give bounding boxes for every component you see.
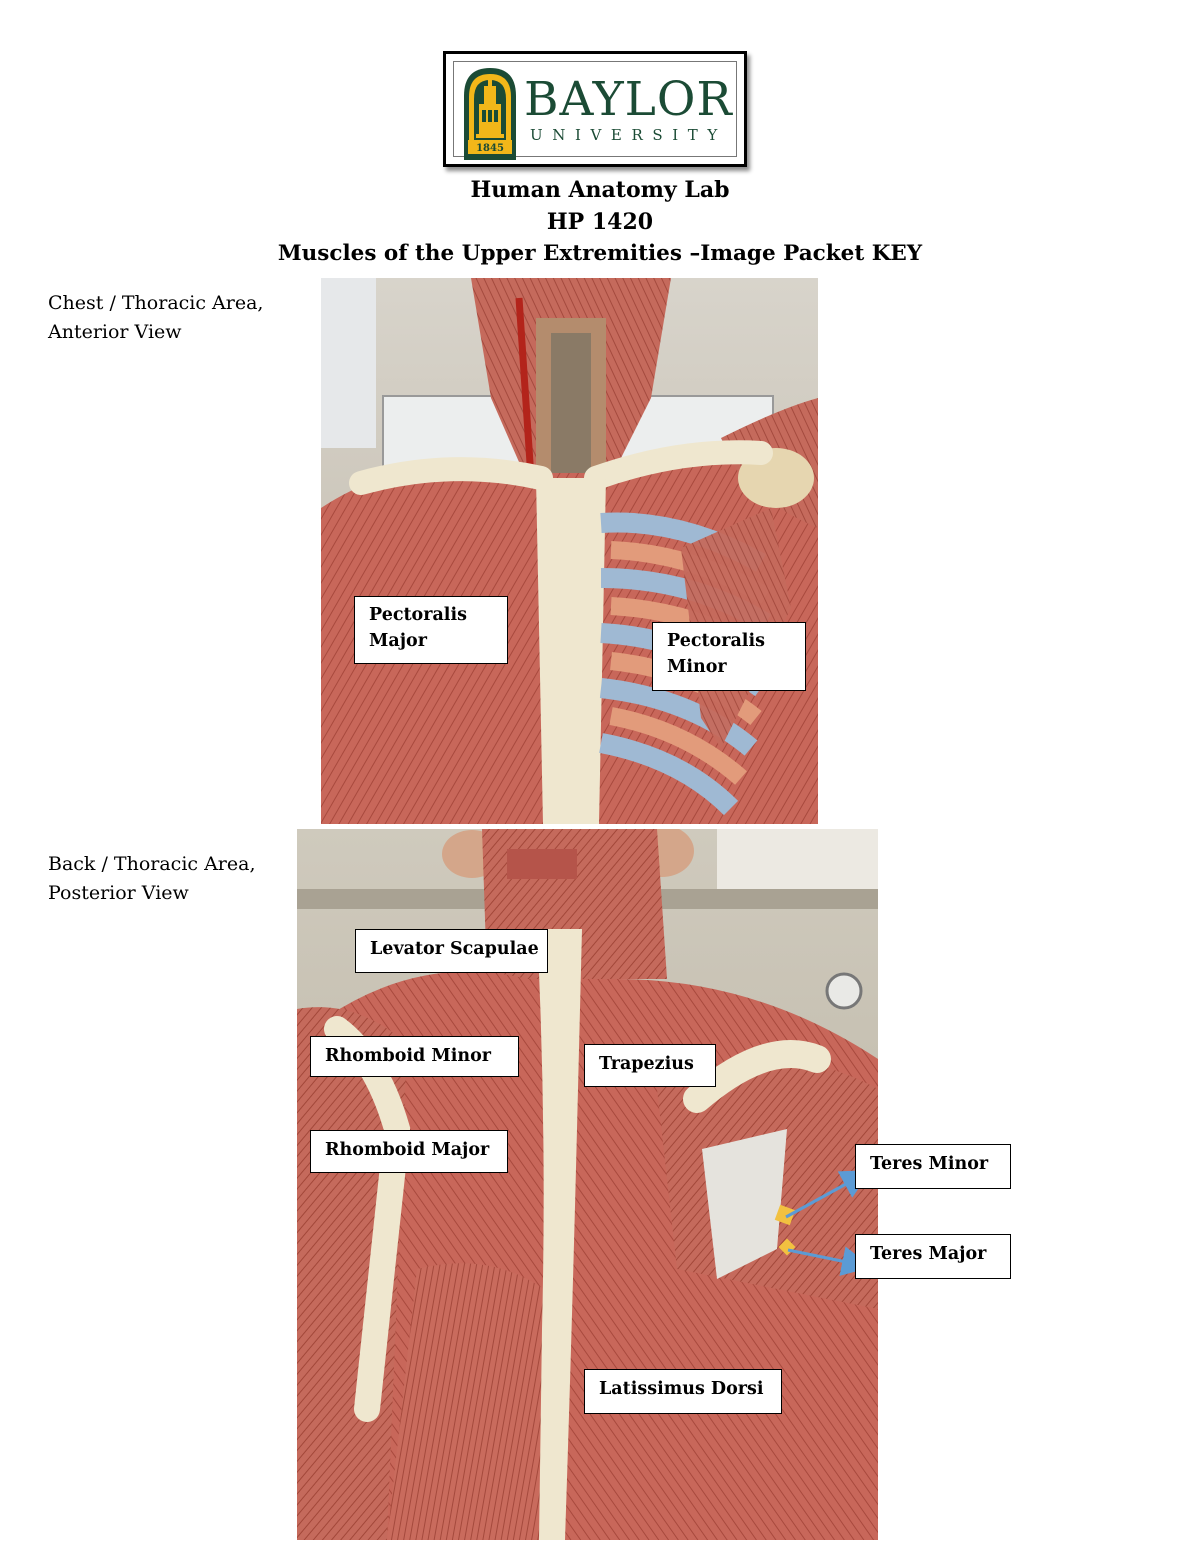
posterior-caption-line2: Posterior View — [48, 882, 189, 904]
seal-icon: 1845 — [464, 68, 516, 160]
course-code: HP 1420 — [546, 209, 654, 235]
label-teres-major: Teres Major — [855, 1234, 1011, 1279]
label-pectoralis-minor-line1: Pectoralis — [667, 631, 765, 651]
label-pectoralis-major-line1: Pectoralis — [369, 605, 467, 625]
logo-frame: 1845 BAYLOR UNIVERSITY — [453, 61, 737, 160]
posterior-back-photo — [297, 829, 878, 1540]
anterior-chest-photo — [321, 278, 818, 824]
label-pectoralis-minor: Pectoralis Minor — [652, 622, 806, 691]
course-title: Human Anatomy Lab — [470, 177, 730, 203]
anterior-caption: Chest / Thoracic Area, Anterior View — [48, 289, 288, 347]
anterior-caption-line2: Anterior View — [48, 321, 182, 343]
packet-title: Muscles of the Upper Extremities –Image … — [277, 241, 923, 266]
label-rhomboid-major: Rhomboid Major — [310, 1130, 508, 1173]
label-trapezius: Trapezius — [584, 1044, 716, 1087]
label-pectoralis-minor-line2: Minor — [667, 657, 727, 677]
label-pectoralis-major: Pectoralis Major — [354, 596, 508, 664]
posterior-caption-line1: Back / Thoracic Area, — [48, 853, 256, 875]
label-latissimus-dorsi: Latissimus Dorsi — [584, 1369, 782, 1414]
label-levator-scapulae: Levator Scapulae — [355, 929, 548, 973]
seal-year: 1845 — [476, 143, 504, 154]
label-teres-minor: Teres Minor — [855, 1144, 1011, 1189]
label-pectoralis-major-line2: Major — [369, 631, 427, 651]
logo-wordmark: BAYLOR — [524, 72, 733, 127]
anterior-caption-line1: Chest / Thoracic Area, — [48, 292, 264, 314]
baylor-logo: 1845 BAYLOR UNIVERSITY — [443, 51, 747, 167]
label-rhomboid-minor: Rhomboid Minor — [310, 1036, 519, 1077]
page-title: Human Anatomy Lab HP 1420 Muscles of the… — [0, 174, 1200, 270]
logo-subtitle: UNIVERSITY — [530, 126, 727, 144]
posterior-caption: Back / Thoracic Area, Posterior View — [48, 850, 288, 908]
